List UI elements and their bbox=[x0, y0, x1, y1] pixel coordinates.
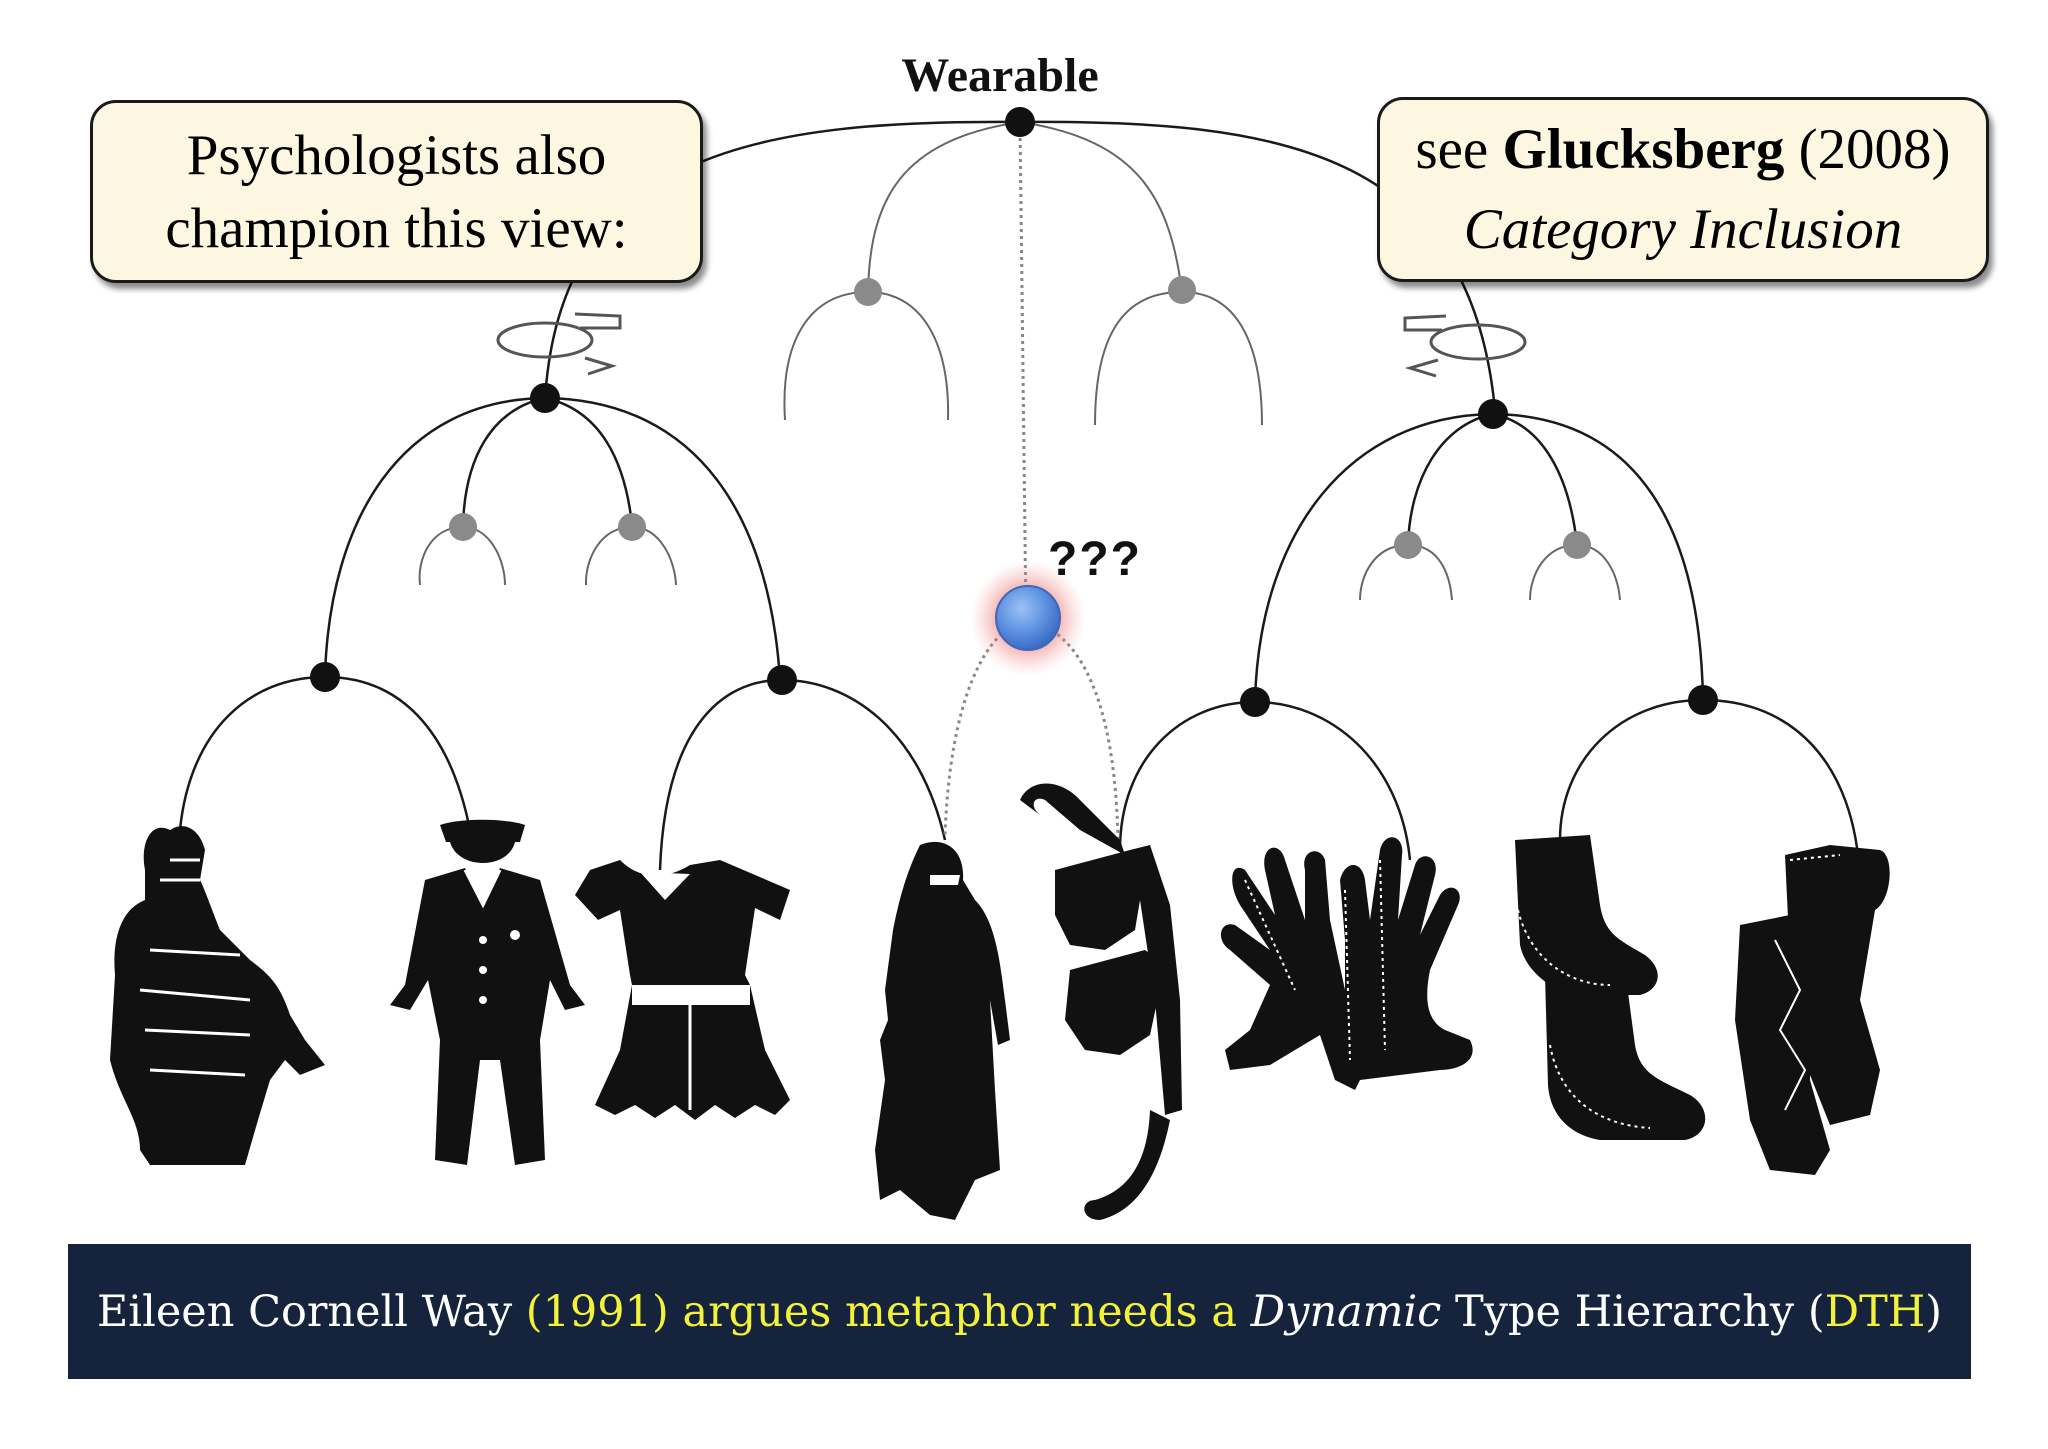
callout-psychologists: Psychologists also champion this view: bbox=[90, 100, 703, 283]
node-right-b bbox=[1688, 685, 1718, 715]
edge-root-unknown bbox=[1018, 123, 1028, 621]
node-grey bbox=[1563, 531, 1591, 559]
caption-part1: Eileen Cornell Way bbox=[96, 1286, 526, 1337]
unknown-category-label: ??? bbox=[1048, 533, 1142, 586]
callout-right-author: Glucksberg bbox=[1502, 117, 1785, 181]
socks-icon bbox=[1515, 835, 1706, 1140]
sunglasses-icon bbox=[1020, 783, 1182, 1220]
edge-dress bbox=[658, 678, 783, 871]
edge-gloves bbox=[1254, 700, 1412, 861]
caption-part2: (1991) argues metaphor needs a bbox=[525, 1286, 1251, 1337]
edge-right1-a bbox=[1253, 412, 1494, 701]
edge-socks bbox=[1558, 698, 1704, 841]
edge-shoes bbox=[1702, 698, 1862, 881]
node-grey bbox=[854, 278, 882, 306]
root-label-wearable: Wearable bbox=[901, 49, 1099, 102]
caption-part6: ) bbox=[1925, 1286, 1943, 1337]
caption-part4: Type Hierarchy ( bbox=[1441, 1286, 1825, 1337]
callout-right-line2: Category Inclusion bbox=[1463, 197, 1903, 261]
caption-part5: DTH bbox=[1824, 1286, 1926, 1337]
tree-edges bbox=[178, 120, 1862, 881]
tree-nodes bbox=[310, 107, 1718, 717]
rotation-arrow-left-icon bbox=[496, 312, 622, 376]
node-grey bbox=[449, 513, 477, 541]
node-left-a bbox=[310, 662, 340, 692]
caption-part3: Dynamic bbox=[1250, 1286, 1442, 1337]
edge-left1-b bbox=[544, 396, 782, 681]
node-clothing bbox=[530, 383, 560, 413]
edge-right1-b bbox=[1492, 412, 1705, 701]
node-grey bbox=[618, 513, 646, 541]
node-left-b bbox=[767, 665, 797, 695]
node-accessories bbox=[1478, 399, 1508, 429]
caption-bar: Eileen Cornell Way (1991) argues metapho… bbox=[68, 1244, 1971, 1379]
callout-right-year: (2008) bbox=[1784, 117, 1951, 181]
edge-armor bbox=[178, 675, 326, 831]
node-grey bbox=[1168, 276, 1196, 304]
rotation-arrow-right-icon bbox=[1403, 314, 1527, 378]
callout-right-line1: see Glucksberg (2008) bbox=[1415, 110, 1950, 190]
police-uniform-icon bbox=[390, 819, 585, 1165]
callout-left-line2: champion this view: bbox=[165, 196, 628, 260]
suit-of-armor-icon bbox=[110, 826, 325, 1165]
edge-left1-d bbox=[544, 396, 634, 526]
edge-sunglasses bbox=[1118, 700, 1256, 851]
gloves-icon bbox=[1220, 837, 1473, 1090]
node-root bbox=[1005, 107, 1035, 137]
node-grey bbox=[1394, 531, 1422, 559]
edge-unknown-sunglasses bbox=[1025, 618, 1120, 841]
edge-right1-d bbox=[1492, 412, 1579, 546]
callout-left-line1: Psychologists also bbox=[186, 123, 607, 187]
burqa-icon bbox=[875, 841, 1010, 1220]
edge-uniform bbox=[324, 675, 472, 831]
callout-right-prefix: see bbox=[1415, 117, 1503, 181]
dotted-edges bbox=[943, 123, 1120, 841]
edge-right1-c bbox=[1406, 412, 1494, 546]
shoes-icon bbox=[1735, 845, 1890, 1175]
unknown-node bbox=[995, 585, 1061, 651]
callout-glucksberg: see Glucksberg (2008) Category Inclusion bbox=[1377, 97, 1989, 282]
dress-icon bbox=[575, 860, 790, 1120]
edge-left1-a bbox=[323, 396, 546, 676]
edge-left1-c bbox=[461, 396, 546, 526]
node-right-a bbox=[1240, 687, 1270, 717]
edge-burqa bbox=[781, 678, 947, 841]
edge-root-right bbox=[1019, 120, 1497, 411]
